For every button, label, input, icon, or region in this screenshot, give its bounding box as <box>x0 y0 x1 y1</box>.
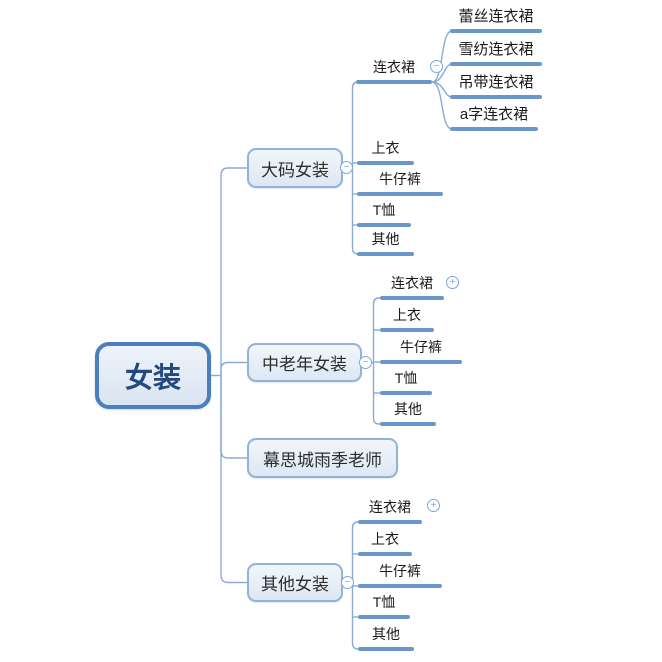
connector <box>431 81 453 130</box>
subtopic-qita[interactable]: 其他 <box>380 400 436 426</box>
topic-underline <box>358 615 410 619</box>
topic-underline <box>450 95 542 99</box>
connector <box>431 30 453 83</box>
leaf-label: a字连衣裙 <box>459 106 529 123</box>
subtopic-label: 牛仔裤 <box>379 563 421 579</box>
subtopic-label: T恤 <box>372 594 396 610</box>
subtopic-label: 牛仔裤 <box>400 339 442 355</box>
collapse-toggle-icon[interactable]: − <box>341 576 354 589</box>
branch-topic-musicheng-yuji-laoshi[interactable]: 幕思城雨季老师 <box>247 438 398 478</box>
expand-toggle-icon[interactable]: + <box>427 499 440 512</box>
topic-underline <box>380 391 432 395</box>
topic-underline <box>380 328 434 332</box>
subtopic-label: 连衣裙 <box>373 59 415 75</box>
subtopic-txu[interactable]: T恤 <box>380 369 432 395</box>
topic-underline <box>357 192 443 196</box>
branch-topic-zhonglaonian-nvzhuang[interactable]: 中老年女装 <box>247 343 362 382</box>
topic-underline <box>358 520 422 524</box>
subtopic-label: 其他 <box>372 626 400 642</box>
topic-underline <box>450 29 542 33</box>
subtopic-niuzaiku[interactable]: 牛仔裤 <box>380 338 462 364</box>
topic-underline <box>380 296 444 300</box>
subtopic-label: 上衣 <box>371 531 399 547</box>
leaf-topic-diaodai-lianyiqun[interactable]: 吊带连衣裙 <box>450 73 542 99</box>
leaf-label: 吊带连衣裙 <box>458 74 534 91</box>
topic-underline <box>450 127 538 131</box>
branch-topic-qita-nvzhuang[interactable]: 其他女装 <box>247 563 343 602</box>
connector <box>351 642 366 650</box>
leaf-label: 蕾丝连衣裙 <box>458 8 534 25</box>
subtopic-qita[interactable]: 其他 <box>358 625 414 651</box>
topic-underline <box>358 584 442 588</box>
subtopic-label: T恤 <box>394 370 418 386</box>
subtopic-label: 连衣裙 <box>369 499 411 515</box>
collapse-toggle-icon[interactable]: − <box>430 60 443 73</box>
topic-underline <box>357 252 414 256</box>
topic-underline <box>358 552 412 556</box>
connector <box>220 375 247 459</box>
subtopic-label: T恤 <box>372 202 396 218</box>
connector <box>351 521 366 529</box>
subtopic-lianyiqun[interactable]: 连衣裙 <box>380 274 444 300</box>
subtopic-shangyi[interactable]: 上衣 <box>357 139 414 165</box>
leaf-label: 雪纺连衣裙 <box>458 41 534 58</box>
subtopic-label: 上衣 <box>371 140 400 156</box>
connector <box>220 375 247 584</box>
subtopic-niuzaiku[interactable]: 牛仔裤 <box>358 562 442 588</box>
subtopic-niuzaiku[interactable]: 牛仔裤 <box>357 170 443 196</box>
collapse-toggle-icon[interactable]: − <box>340 161 353 174</box>
subtopic-shangyi[interactable]: 上衣 <box>358 530 412 556</box>
topic-underline <box>357 223 411 227</box>
subtopic-label: 牛仔裤 <box>379 171 421 187</box>
connector <box>431 81 453 98</box>
subtopic-txu[interactable]: T恤 <box>357 201 411 227</box>
connector <box>372 417 387 425</box>
subtopic-lianyiqun[interactable]: 连衣裙 <box>358 498 422 524</box>
expand-toggle-icon[interactable]: + <box>446 276 459 289</box>
collapse-toggle-icon[interactable]: − <box>359 356 372 369</box>
topic-underline <box>357 161 414 165</box>
leaf-topic-xuefang-lianyiqun[interactable]: 雪纺连衣裙 <box>450 40 542 66</box>
topic-underline <box>358 647 414 651</box>
topic-underline <box>380 360 462 364</box>
subtopic-label: 上衣 <box>393 307 421 323</box>
subtopic-label: 连衣裙 <box>391 275 433 291</box>
subtopic-label: 其他 <box>371 231 400 247</box>
root-topic[interactable]: 女装 <box>95 342 211 409</box>
subtopic-shangyi[interactable]: 上衣 <box>380 306 434 332</box>
subtopic-label: 其他 <box>394 401 422 417</box>
subtopic-lianyiqun[interactable]: 连衣裙 <box>356 58 432 84</box>
leaf-topic-leisi-lianyiqun[interactable]: 蕾丝连衣裙 <box>450 7 542 33</box>
connector <box>220 361 247 376</box>
subtopic-txu[interactable]: T恤 <box>358 593 410 619</box>
topic-underline <box>450 62 542 66</box>
topic-underline <box>356 80 432 84</box>
subtopic-qita[interactable]: 其他 <box>357 230 414 256</box>
leaf-topic-azi-lianyiqun[interactable]: a字连衣裙 <box>450 105 538 131</box>
branch-topic-dama-nvzhuang[interactable]: 大码女装 <box>247 148 343 188</box>
topic-underline <box>380 422 436 426</box>
connector <box>220 167 247 376</box>
connector <box>372 297 387 305</box>
